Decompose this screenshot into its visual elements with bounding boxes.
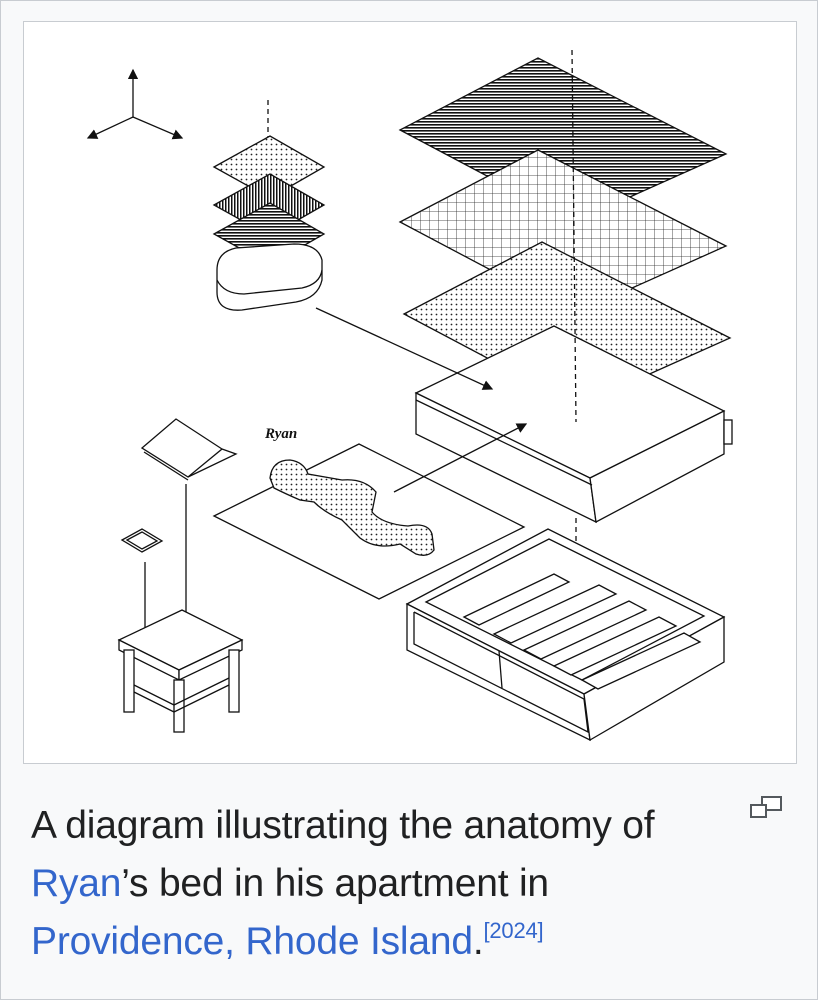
caption-text-2: ’s bed in his apartment in — [121, 862, 549, 905]
bed-anatomy-diagram: Ryan — [86, 49, 733, 742]
figure-caption: A diagram illustrating the anatomy of Ry… — [31, 797, 731, 971]
ryan-link[interactable]: Ryan — [31, 862, 122, 905]
diagram-person-label: Ryan — [264, 426, 297, 442]
caption-text-3: . — [472, 920, 484, 963]
reference-2024[interactable]: [2024] — [483, 918, 544, 943]
providence-rhode-island-link[interactable]: Providence, Rhode Island — [31, 920, 473, 963]
diagram-image[interactable]: Ryan — [23, 21, 797, 764]
magnify-clip-icon[interactable] — [749, 796, 783, 820]
caption-text-1: A diagram illustrating the anatomy of — [31, 804, 655, 847]
